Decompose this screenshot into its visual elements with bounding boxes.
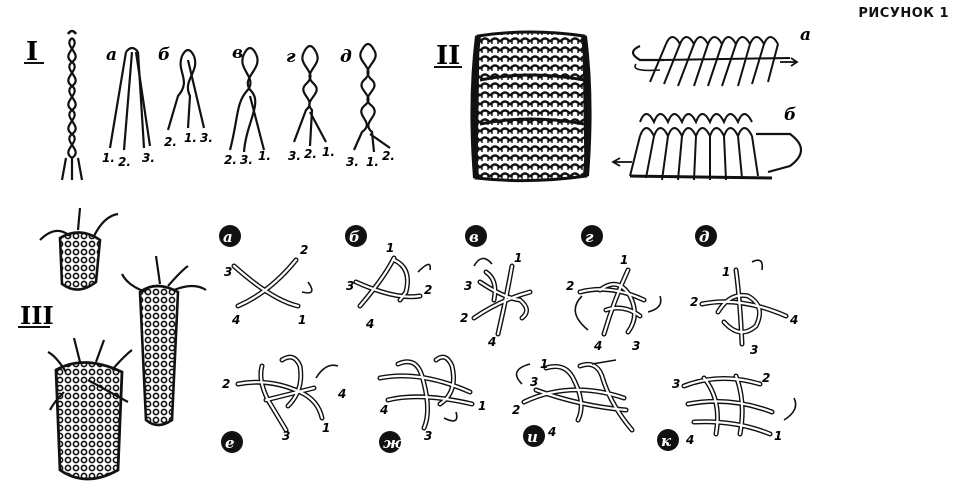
strand-number: 2 [460,311,468,325]
strand-number: 3 [672,377,680,391]
strand-number: 4 [379,403,388,417]
strand-number: 1 [774,429,782,443]
strand-number: 1 [540,357,548,371]
strand-number: 2 [424,283,432,297]
braid-step-a: а 1. 2. 3. [102,45,155,169]
strand-number: 4 [685,433,694,447]
strand-number: 3 [632,339,640,353]
strand-number: 2 [512,403,520,417]
strand-number: 4 [231,313,240,327]
strand-number: 1. [184,131,197,145]
step-letter: б [158,45,170,65]
finished-cord-thick [47,337,133,481]
strand-number: 2. [382,149,395,163]
finished-cord-tall [121,255,207,427]
strand-number: 2. [118,155,131,169]
step-letter: б [784,105,796,125]
strand-number: 3 [750,343,758,357]
strand-number: 1 [322,421,330,435]
strand-number: 1 [722,265,730,279]
strand-number: 3 [530,375,538,389]
step-badge: ж [383,434,403,452]
braid-step-d: д 3. 1. 2. [340,42,395,169]
woven-panel [470,30,592,183]
knot-step-v: в 1 3 2 4 [460,225,533,349]
strand-number: 2. [304,147,317,161]
strand-number: 2. [164,135,177,149]
section-2: II а [434,25,811,183]
step-badge: г [585,228,594,246]
step-badge: в [469,228,479,246]
strand-number: 1. [366,155,379,169]
strand-number: 1 [386,241,394,255]
strand-number: 4 [789,313,798,327]
knot-steps: а 2 3 4 1 б [219,225,798,453]
strand-number: 3. [240,153,253,167]
strand-number: 3 [346,279,354,293]
strand-number: 4 [365,317,374,331]
figure-label: РИСУНОК 1 [858,6,949,21]
strand-number: 3 [282,429,290,443]
knot-step-a: а 2 3 4 1 [219,225,313,327]
finished-cord-small [39,207,119,291]
step-letter: а [106,45,117,65]
strand-number: 1 [298,313,306,327]
strand-number: 2 [762,371,770,385]
finished-braid [60,29,84,181]
strand-number: 1 [514,251,522,265]
section-3: III а [18,207,798,481]
braid-step-v: в 2. 3. 1. [224,43,271,167]
knot-step-e: е 2 4 3 1 [221,354,346,453]
strand-number: 1. [322,145,335,159]
step-badge: к [661,432,672,450]
section-3-numeral: III [20,301,54,330]
strand-number: 3 [464,279,472,293]
weave-step-b: б [611,105,803,181]
strand-number: 4 [487,335,496,349]
step-badge: е [225,434,235,452]
knot-step-i: и 3 1 2 4 [512,357,635,447]
strand-number: 2 [222,377,230,391]
step-letter: г [286,47,296,67]
strand-number: 2 [300,243,308,257]
step-badge: д [699,228,709,246]
knot-step-g: г 1 2 4 3 [566,225,662,353]
step-badge: а [223,228,233,246]
strand-number: 4 [337,387,346,401]
section-1-numeral: I [26,37,38,67]
strand-number: 3. [200,131,213,145]
strand-number: 3. [142,151,155,165]
braid-step-g: г 3. 2. 1. [286,44,335,163]
strand-number: 2 [566,279,574,293]
section-1: I а 1. 2. 3. б [24,29,395,181]
knot-step-k: к 3 2 4 1 [657,371,797,451]
strand-number: 3 [224,265,232,279]
knot-step-b: б 1 3 2 4 [345,225,432,331]
strand-number: 3. [288,149,301,163]
strand-number: 1. [102,151,115,165]
step-letter: в [232,43,243,63]
strand-number: 2. [224,153,237,167]
weave-step-a: а [631,25,811,87]
strand-number: 4 [547,425,556,439]
step-badge: б [349,228,360,246]
strand-number: 1. [258,149,271,163]
strand-number: 4 [593,339,602,353]
step-letter: д [340,47,352,67]
knot-step-d: д 1 2 4 3 [690,225,798,357]
step-letter: а [800,25,811,45]
strand-number: 1 [620,253,628,267]
strand-number: 2 [690,295,698,309]
knot-step-zh: ж 4 1 3 [377,354,486,453]
strand-number: 1 [478,399,486,413]
step-badge: и [527,428,538,446]
strand-number: 3 [424,429,432,443]
strand-number: 3. [346,155,359,169]
braid-step-b: б 2. 1. 3. [158,45,213,149]
